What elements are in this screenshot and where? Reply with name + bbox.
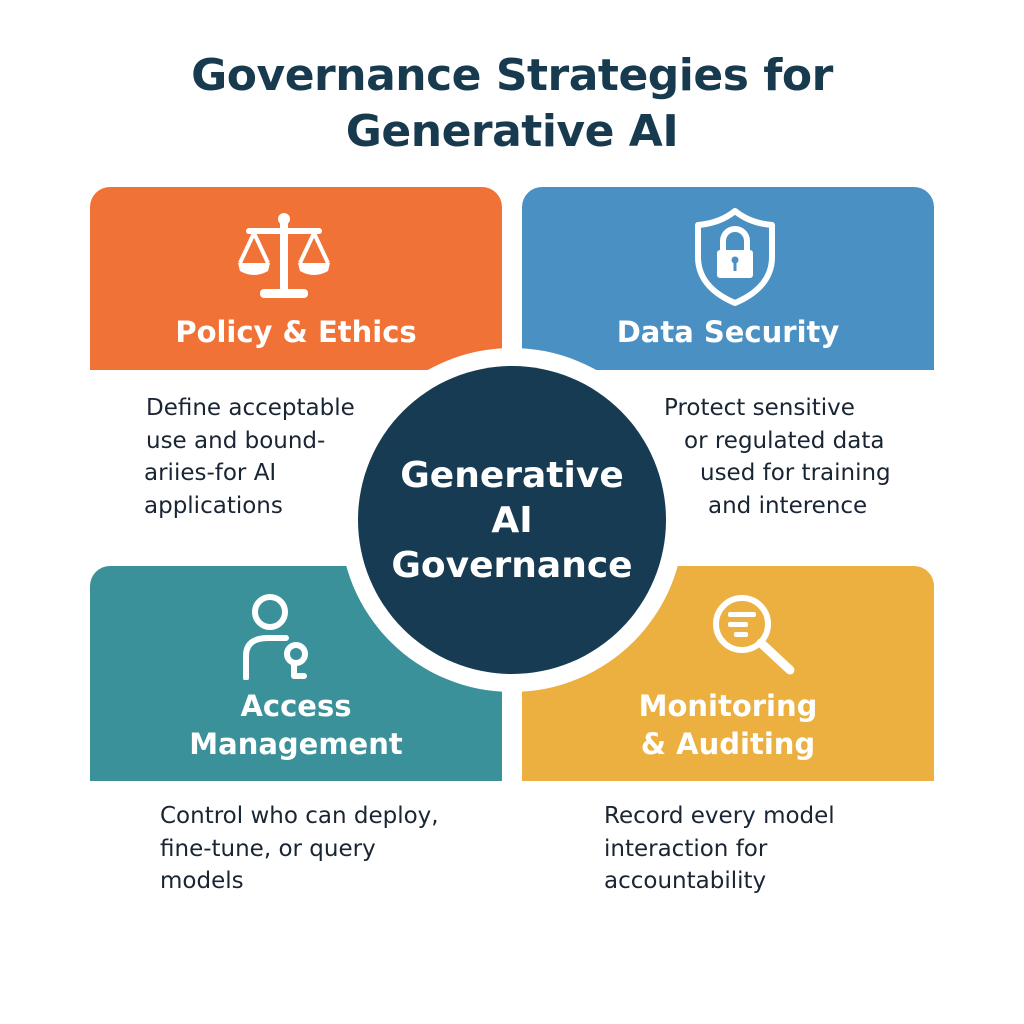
magnifier-filter-icon [713,595,795,675]
hub-line-1: Generative [400,454,624,496]
policy-ethics-description: Define acceptable use and bound- ariies-… [144,392,355,522]
description-line: Control who can deploy, [160,803,439,829]
hub-line-2: AI [491,499,533,541]
description-line: applications [144,492,283,519]
description-line: and interence [708,492,868,519]
title-line-2: Generative AI [345,106,679,157]
data-security-description: Protect sensitive or regulated data used… [664,392,891,522]
description-line: Protect sensitive [664,395,855,421]
monitoring-auditing-label: Monitoring & Auditing [522,687,934,763]
description-line: fine-tune, or query [160,835,376,862]
user-key-icon [243,594,308,680]
title-line-1: Governance Strategies for [191,50,833,101]
access-management-description: Control who can deploy, fine-tune, or qu… [160,800,439,898]
description-line: Record every model [604,803,835,829]
policy-ethics-card: Policy & Ethics [90,187,502,370]
access-management-card: Access Management [90,566,502,781]
shield-lock-icon [695,208,775,306]
description-line: models [160,868,244,894]
access-management-label-line-1: Access [240,689,352,723]
hub-line-3: Governance [391,544,633,586]
description-line: or regulated data [684,427,885,454]
data-security-card: Data Security [522,187,934,370]
monitoring-auditing-label-line-2: & Auditing [640,727,816,761]
page-title: Governance Strategies for Generative AI [0,48,1024,160]
description-line: interaction for [604,835,768,862]
description-line: ariies-for AI [144,460,277,486]
access-management-label: Access Management [90,687,502,763]
scales-of-justice-icon [238,213,330,298]
data-security-label: Data Security [616,315,840,349]
central-hub: Generative AI Governance [358,366,666,674]
description-line: used for training [700,460,891,486]
access-management-label-line-2: Management [189,727,403,761]
policy-ethics-label: Policy & Ethics [175,315,417,349]
description-line: use and bound- [146,427,326,454]
monitoring-auditing-description: Record every model interaction for accou… [604,800,835,898]
description-line: Define acceptable [146,395,355,421]
monitoring-auditing-label-line-1: Monitoring [638,689,818,723]
monitoring-auditing-card: Monitoring & Auditing [522,566,934,781]
description-line: accountability [604,868,767,894]
